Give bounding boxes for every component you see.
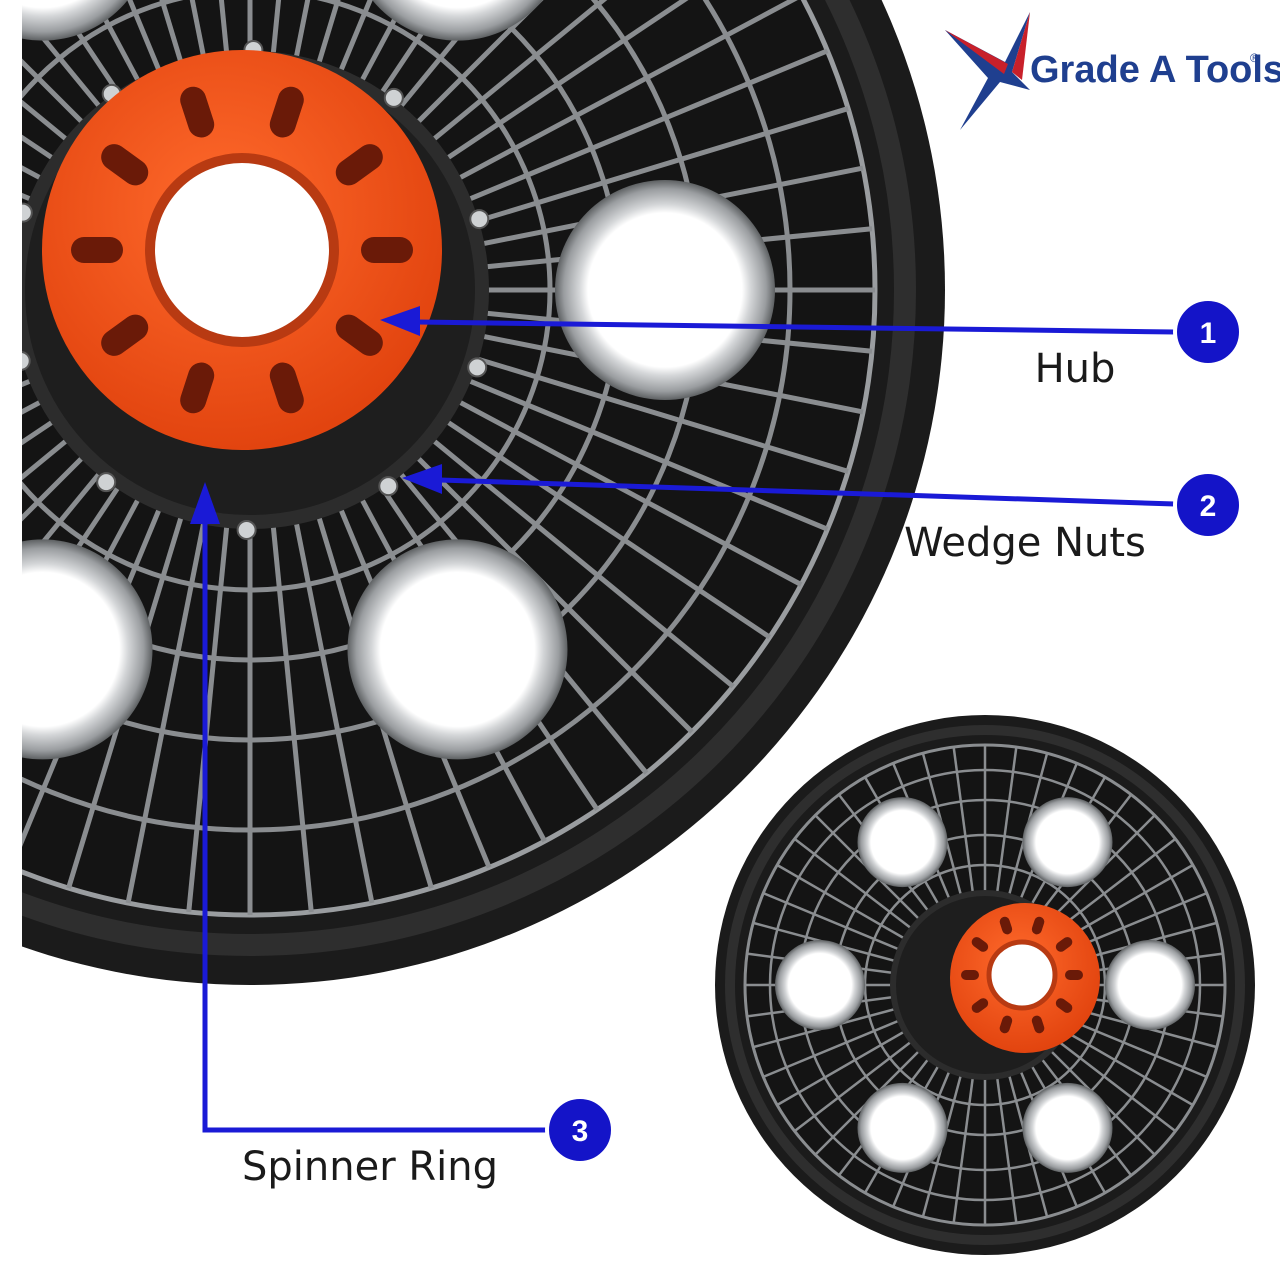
wheel-cutout [1022,1082,1113,1173]
callout-number-2: 2 [1200,490,1217,523]
arrowhead-hub [380,306,420,336]
airless-wheel-overview [715,715,1255,1255]
callout-label-hub: Hub [1035,346,1116,392]
spoke [0,313,16,351]
hub-slot [1055,998,1073,1013]
hub-slot [1031,916,1045,935]
airless-wheel-closeup [0,0,945,985]
wheel-cutout [1105,940,1195,1030]
wedge-nut [383,87,404,108]
callout-1: 1 Hub [1035,297,1243,392]
leader-line-hub [417,319,1176,335]
hub-slot [1055,937,1073,952]
hub-slot [361,237,413,263]
hub-slot [999,1015,1013,1034]
callout-3: 3 Spinner Ring [242,1095,615,1190]
hub-slot [1065,970,1083,980]
wedge-nut [96,472,117,493]
hub-slot [1031,1015,1045,1034]
spoke-ring [22,0,553,593]
arrowhead-spinner-ring [190,482,220,524]
callout-2: 2 Wedge Nuts [904,470,1243,566]
wheel-cutouts [22,0,775,760]
hub-center-bore [145,153,339,347]
brand-name: Grade A Tools [1030,49,1280,91]
leader-line-wedge-nuts [439,477,1176,507]
wheel-cutout [22,0,128,41]
hub-slot [180,86,215,138]
hub-slot [269,362,304,414]
tire-tread [22,0,916,956]
hub-slot [999,916,1013,935]
leader-line-spinner-ring [202,520,550,1133]
wedge-nut [378,476,399,497]
hub-slot [71,237,123,263]
spoke [0,229,16,267]
small-wheel-cutouts [775,797,1195,1173]
brand-registered-mark: ® [1250,51,1259,65]
callout-badge-2 [1173,470,1243,540]
callout-badge-3 [545,1095,615,1165]
callout-number-3: 3 [572,1115,589,1148]
wheel-cutout [857,1082,948,1173]
wedge-nut [467,357,488,378]
callout-label-wedge-nuts: Wedge Nuts [904,520,1146,566]
spoke-ring [22,0,793,833]
callout-number-1: 1 [1200,317,1217,350]
wheel-cutout [1022,797,1113,888]
small-hub-bore [986,939,1058,1011]
callout-label-spinner-ring: Spinner Ring [242,1144,498,1190]
spoke-ring [768,768,1202,1202]
callout-badge-1 [1173,297,1243,367]
wheel-cutout [775,940,865,1030]
hub-slot [971,937,989,952]
wedge-nut [236,519,257,540]
spoke [22,355,26,362]
spoke [0,168,20,244]
hub-slot [269,86,304,138]
brand-logo: Grade A Tools ® [945,12,1280,130]
hub-slot [335,314,383,356]
wheel-cutout [347,539,568,760]
hub-slot [335,144,383,186]
wedge-nut [469,209,490,230]
wheel-cutout [857,797,948,888]
wedge-nut [22,351,31,371]
hub-slot [180,362,215,414]
hub-bolt-slots [71,86,413,414]
arrowhead-wedge-nuts [402,464,442,494]
hub-slot [101,314,149,356]
hub-slot [961,970,979,980]
wheel-cutout [555,180,775,400]
callout-leaders [190,306,1176,1133]
spoke [0,336,20,412]
wedge-nut [22,202,33,223]
wedge-nuts [22,40,490,540]
wheel-cutout [22,539,153,760]
star-swoosh-icon [945,12,1030,130]
spoke [22,218,26,225]
hub-slot [971,998,989,1013]
wheel-cutout [372,0,543,41]
small-hub-bolt-slots [961,916,1083,1034]
hub-slot [101,144,149,186]
small-tire-tread [725,725,1245,1245]
